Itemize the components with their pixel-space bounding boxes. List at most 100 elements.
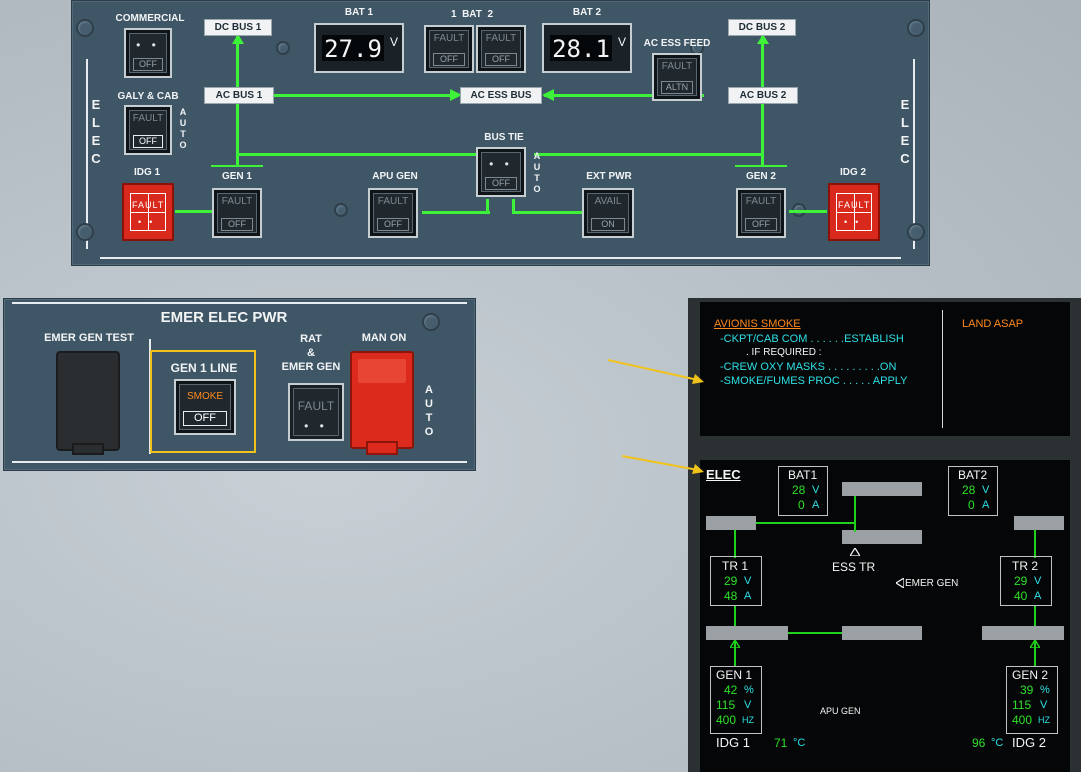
sd-link-dc1-ess <box>756 522 856 524</box>
sd-bat1-label: BAT1 <box>788 468 818 482</box>
galy-cab-button[interactable]: FAULT OFF <box>124 105 172 155</box>
gen1-fault-legend: FAULT <box>221 196 253 207</box>
sd-gen1-hz: 400 <box>716 713 737 727</box>
bus-tie-line-left <box>236 153 476 156</box>
ac-ess-feed-button[interactable]: FAULT ALTN <box>652 53 702 101</box>
gen2-bracket <box>735 165 787 167</box>
sd-idg1-temp: 71 <box>774 736 788 750</box>
sd-bat1-amps: 0 <box>798 498 805 512</box>
pointer-arrow-icon <box>607 359 704 384</box>
sd-link-dc2-tr2 <box>1034 530 1036 558</box>
galy-cab-off-legend: OFF <box>133 135 163 148</box>
sd-gen2-box <box>1006 666 1058 734</box>
idg1-guarded-button[interactable]: FAULT •• <box>122 183 174 241</box>
man-on-guarded-button[interactable] <box>350 351 414 455</box>
apu-gen-label: APU GEN <box>372 171 418 182</box>
bus-line-ac2-gen2 <box>761 104 764 166</box>
bat-pb-label: 1 BAT 2 <box>450 9 494 20</box>
sd-bat1-amps-unit: A <box>812 499 820 511</box>
sd-tr1-label: TR 1 <box>722 559 749 573</box>
sd-tr1-amps-unit: A <box>744 590 752 602</box>
galy-cab-fault-legend: FAULT <box>132 113 164 124</box>
sd-link-tr2-ac2 <box>1034 606 1036 626</box>
sd-tr1-box <box>710 556 762 606</box>
arrow-up-icon <box>757 34 769 44</box>
bus-line-ac1-gen1 <box>236 104 239 166</box>
rat-emer-gen-label: RAT&EMER GEN <box>281 333 341 373</box>
sd-tr2-volts: 29 <box>1014 574 1028 588</box>
idg1-fault-legend: FAULT <box>132 200 165 210</box>
gen1-line-button[interactable]: SMOKE OFF <box>174 379 236 435</box>
sd-gen2-load-unit: % <box>1040 684 1050 696</box>
pb-dots-icon: •• <box>844 217 867 227</box>
gen1-button[interactable]: FAULT OFF <box>212 188 262 238</box>
sd-ess-tr-label: ESS TR <box>832 560 876 574</box>
arrow-up-icon <box>232 34 244 44</box>
idg2-gen2-line <box>789 210 827 213</box>
gen1-line-highlight-box <box>150 350 256 453</box>
sd-apu-gen-label: APU GEN <box>820 706 861 716</box>
pb-dots-icon: • • <box>136 38 160 52</box>
ext-pwr-label: EXT PWR <box>586 171 632 182</box>
sd-gen1-label: GEN 1 <box>716 668 753 682</box>
rat-emer-gen-indicator: FAULT • • <box>288 383 344 441</box>
idg2-label: IDG 2 <box>839 167 867 178</box>
screw-icon <box>276 41 290 55</box>
ac-bus-2: AC BUS 2 <box>728 87 798 104</box>
commercial-button[interactable]: • • OFF <box>124 28 172 78</box>
ac-ess-feed-label: AC ESS FEED <box>643 38 711 49</box>
bat1-button[interactable]: FAULT OFF <box>424 25 474 73</box>
bat2-button[interactable]: FAULT OFF <box>476 25 526 73</box>
pb-dots-icon: • • <box>489 157 513 171</box>
sd-ac-ess-bus <box>842 626 922 640</box>
sd-gen2-hz: 400 <box>1012 713 1033 727</box>
ac-bus-1: AC BUS 1 <box>204 87 274 104</box>
sd-idg1-temp-unit: °C <box>793 737 806 749</box>
sd-link-ac2-gen2 <box>1034 640 1036 666</box>
ewd-line-3: -CREW OXY MASKS . . . . . . . . .ON <box>720 361 897 373</box>
gen1-bracket <box>211 165 263 167</box>
ewd-display: AVIONIS SMOKE -CKPT/CAB COM . . . . . .E… <box>700 302 1070 436</box>
gen2-button[interactable]: FAULT OFF <box>736 188 786 238</box>
sd-gen1-load-unit: % <box>744 684 754 696</box>
sd-arrow-up-icon <box>730 640 740 648</box>
sd-bat2-volts: 28 <box>962 483 976 497</box>
emer-bottom-rule <box>12 461 467 463</box>
apu-gen-line-up <box>486 199 489 213</box>
ext-pwr-button[interactable]: AVAIL ON <box>582 188 634 238</box>
bus-tie-button[interactable]: • • OFF <box>476 147 526 197</box>
panel-right-rule <box>913 59 915 249</box>
emer-elec-pwr-panel: EMER ELEC PWR EMER GEN TEST GEN 1 LINE S… <box>3 298 476 471</box>
sd-bat2-amps: 0 <box>968 498 975 512</box>
sd-link-tr1-ac1 <box>734 606 736 626</box>
screw-icon <box>76 19 94 37</box>
idg2-fault-legend: FAULT <box>838 200 871 210</box>
gen2-fault-legend: FAULT <box>745 196 777 207</box>
commercial-off-legend: OFF <box>133 58 163 71</box>
sd-dc1-bus <box>706 516 756 530</box>
sd-emer-gen-arrow-icon <box>896 578 904 588</box>
sd-link-ac1-gen1 <box>734 640 736 666</box>
emer-title-rule <box>12 302 467 304</box>
sd-bat2-volts-unit: V <box>982 484 990 496</box>
sd-bat2-amps-unit: A <box>982 499 990 511</box>
gen2-label: GEN 2 <box>745 171 776 182</box>
arrow-right-icon <box>450 89 462 101</box>
ewd-divider <box>942 310 943 428</box>
gen1-label: GEN 1 <box>221 171 252 182</box>
sd-idg2-label: IDG 2 <box>1012 735 1046 750</box>
apu-gen-off-legend: OFF <box>377 218 409 231</box>
emer-gen-test-guard[interactable] <box>56 351 120 455</box>
sd-bat1-volts-unit: V <box>812 484 820 496</box>
sd-bat1-box <box>778 466 828 516</box>
bat1-fault-legend: FAULT <box>433 33 465 44</box>
gen1-line-label: GEN 1 LINE <box>170 361 238 375</box>
bat2-off-legend: OFF <box>485 53 517 66</box>
bus-line-dc2-vertical <box>761 35 764 93</box>
sd-idg1-label: IDG 1 <box>716 735 750 750</box>
apu-gen-button[interactable]: FAULT OFF <box>368 188 418 238</box>
sd-tr2-volts-unit: V <box>1034 575 1042 587</box>
idg2-guarded-button[interactable]: FAULT •• <box>828 183 880 241</box>
